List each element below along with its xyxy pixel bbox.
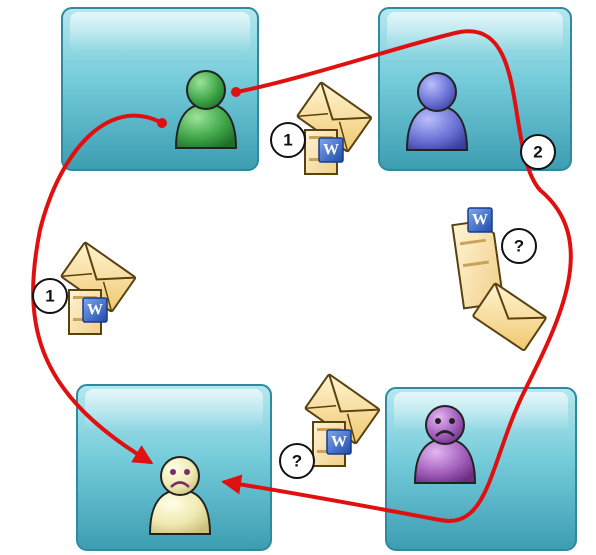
svg-text:1: 1: [45, 287, 54, 306]
word-document-icon: W: [451, 207, 505, 310]
svg-text:2: 2: [533, 143, 542, 162]
svg-text:1: 1: [283, 131, 292, 150]
flow-start-dot: [231, 87, 241, 97]
envelope-icon: W: [303, 373, 381, 467]
envelope-icon: W: [295, 81, 373, 175]
svg-text:?: ?: [292, 452, 302, 471]
envelope-icon: [472, 282, 547, 352]
word-document-icon: W: [87, 302, 103, 319]
word-document-icon: W: [331, 434, 347, 451]
svg-text:?: ?: [514, 237, 524, 256]
box-bottom-right: [385, 387, 577, 551]
word-document-icon: W: [323, 142, 339, 159]
step-badge: 1: [270, 122, 306, 158]
svg-text:W: W: [472, 212, 488, 229]
sad-person-icon: [149, 456, 211, 535]
step-badge: 1: [32, 278, 68, 314]
envelope-icon: W: [59, 241, 137, 335]
question-badge: ?: [279, 443, 315, 479]
sad-person-icon: [414, 405, 476, 484]
red-arrow: [31, 29, 573, 523]
flow-start-dot: [157, 118, 167, 128]
step-badge: 2: [520, 134, 556, 170]
question-badge: ?: [501, 228, 537, 264]
